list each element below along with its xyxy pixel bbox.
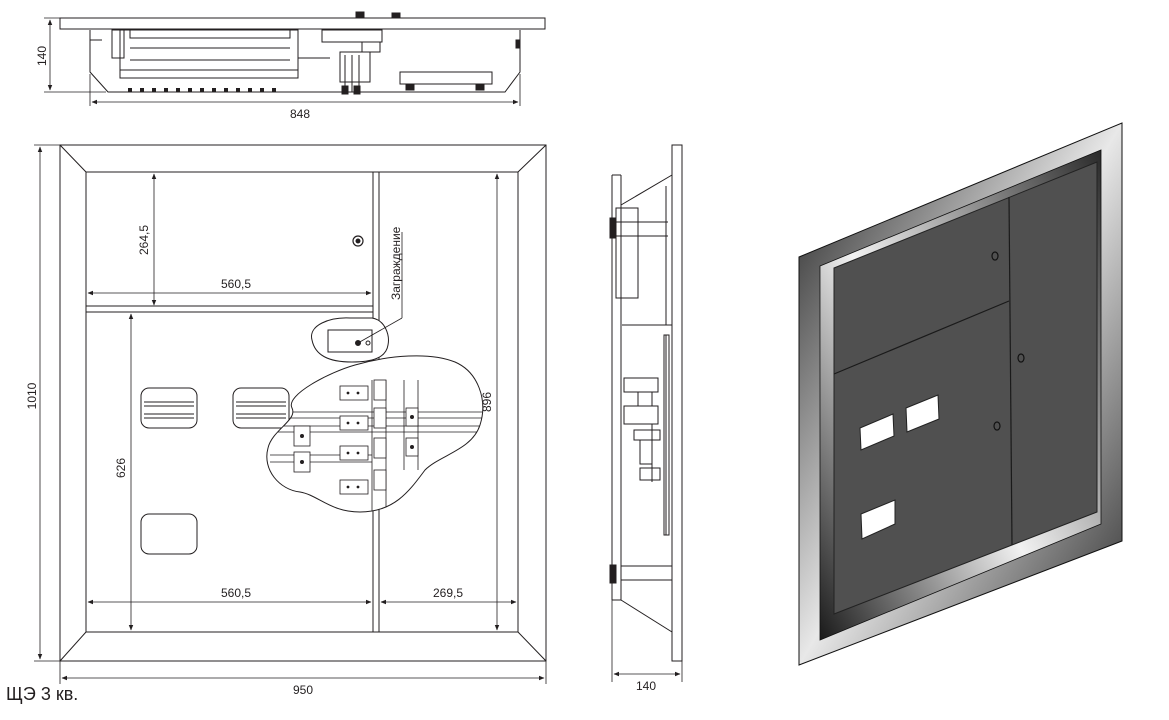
top-dimensions	[44, 17, 521, 106]
model-caption: ЩЭ 3 кв.	[6, 684, 79, 704]
dim-lower-height: 626	[114, 458, 128, 478]
top-view	[59, 11, 546, 95]
dim-front-height: 1010	[25, 382, 39, 409]
meter-window-1	[140, 387, 198, 429]
detail-bubble	[266, 355, 484, 513]
side-view	[609, 144, 683, 662]
dim-upper-height: 264,5	[137, 225, 151, 255]
barrier-callout	[311, 232, 403, 363]
dim-right-width: 269,5	[433, 586, 463, 600]
front-dimensions	[34, 144, 547, 684]
dim-top-height: 140	[35, 46, 49, 66]
dim-lower-width: 560,5	[221, 586, 251, 600]
dim-side-depth: 140	[636, 679, 656, 693]
meter-window-3	[140, 513, 198, 555]
dim-upper-width: 560,5	[221, 277, 251, 291]
dim-front-width: 950	[293, 683, 313, 697]
meter-window-2	[232, 387, 290, 429]
lock-icon	[352, 235, 364, 247]
dim-right-height: 896	[480, 392, 494, 412]
iso-meter-windows	[859, 394, 940, 540]
isometric-view	[798, 122, 1123, 666]
meter-windows	[140, 387, 290, 555]
iso-lock-icons	[991, 251, 1025, 431]
dim-top-width: 848	[290, 107, 310, 121]
barrier-label: Заграждение	[389, 226, 403, 300]
side-dimensions	[611, 600, 683, 682]
terminal-pins	[128, 88, 276, 92]
